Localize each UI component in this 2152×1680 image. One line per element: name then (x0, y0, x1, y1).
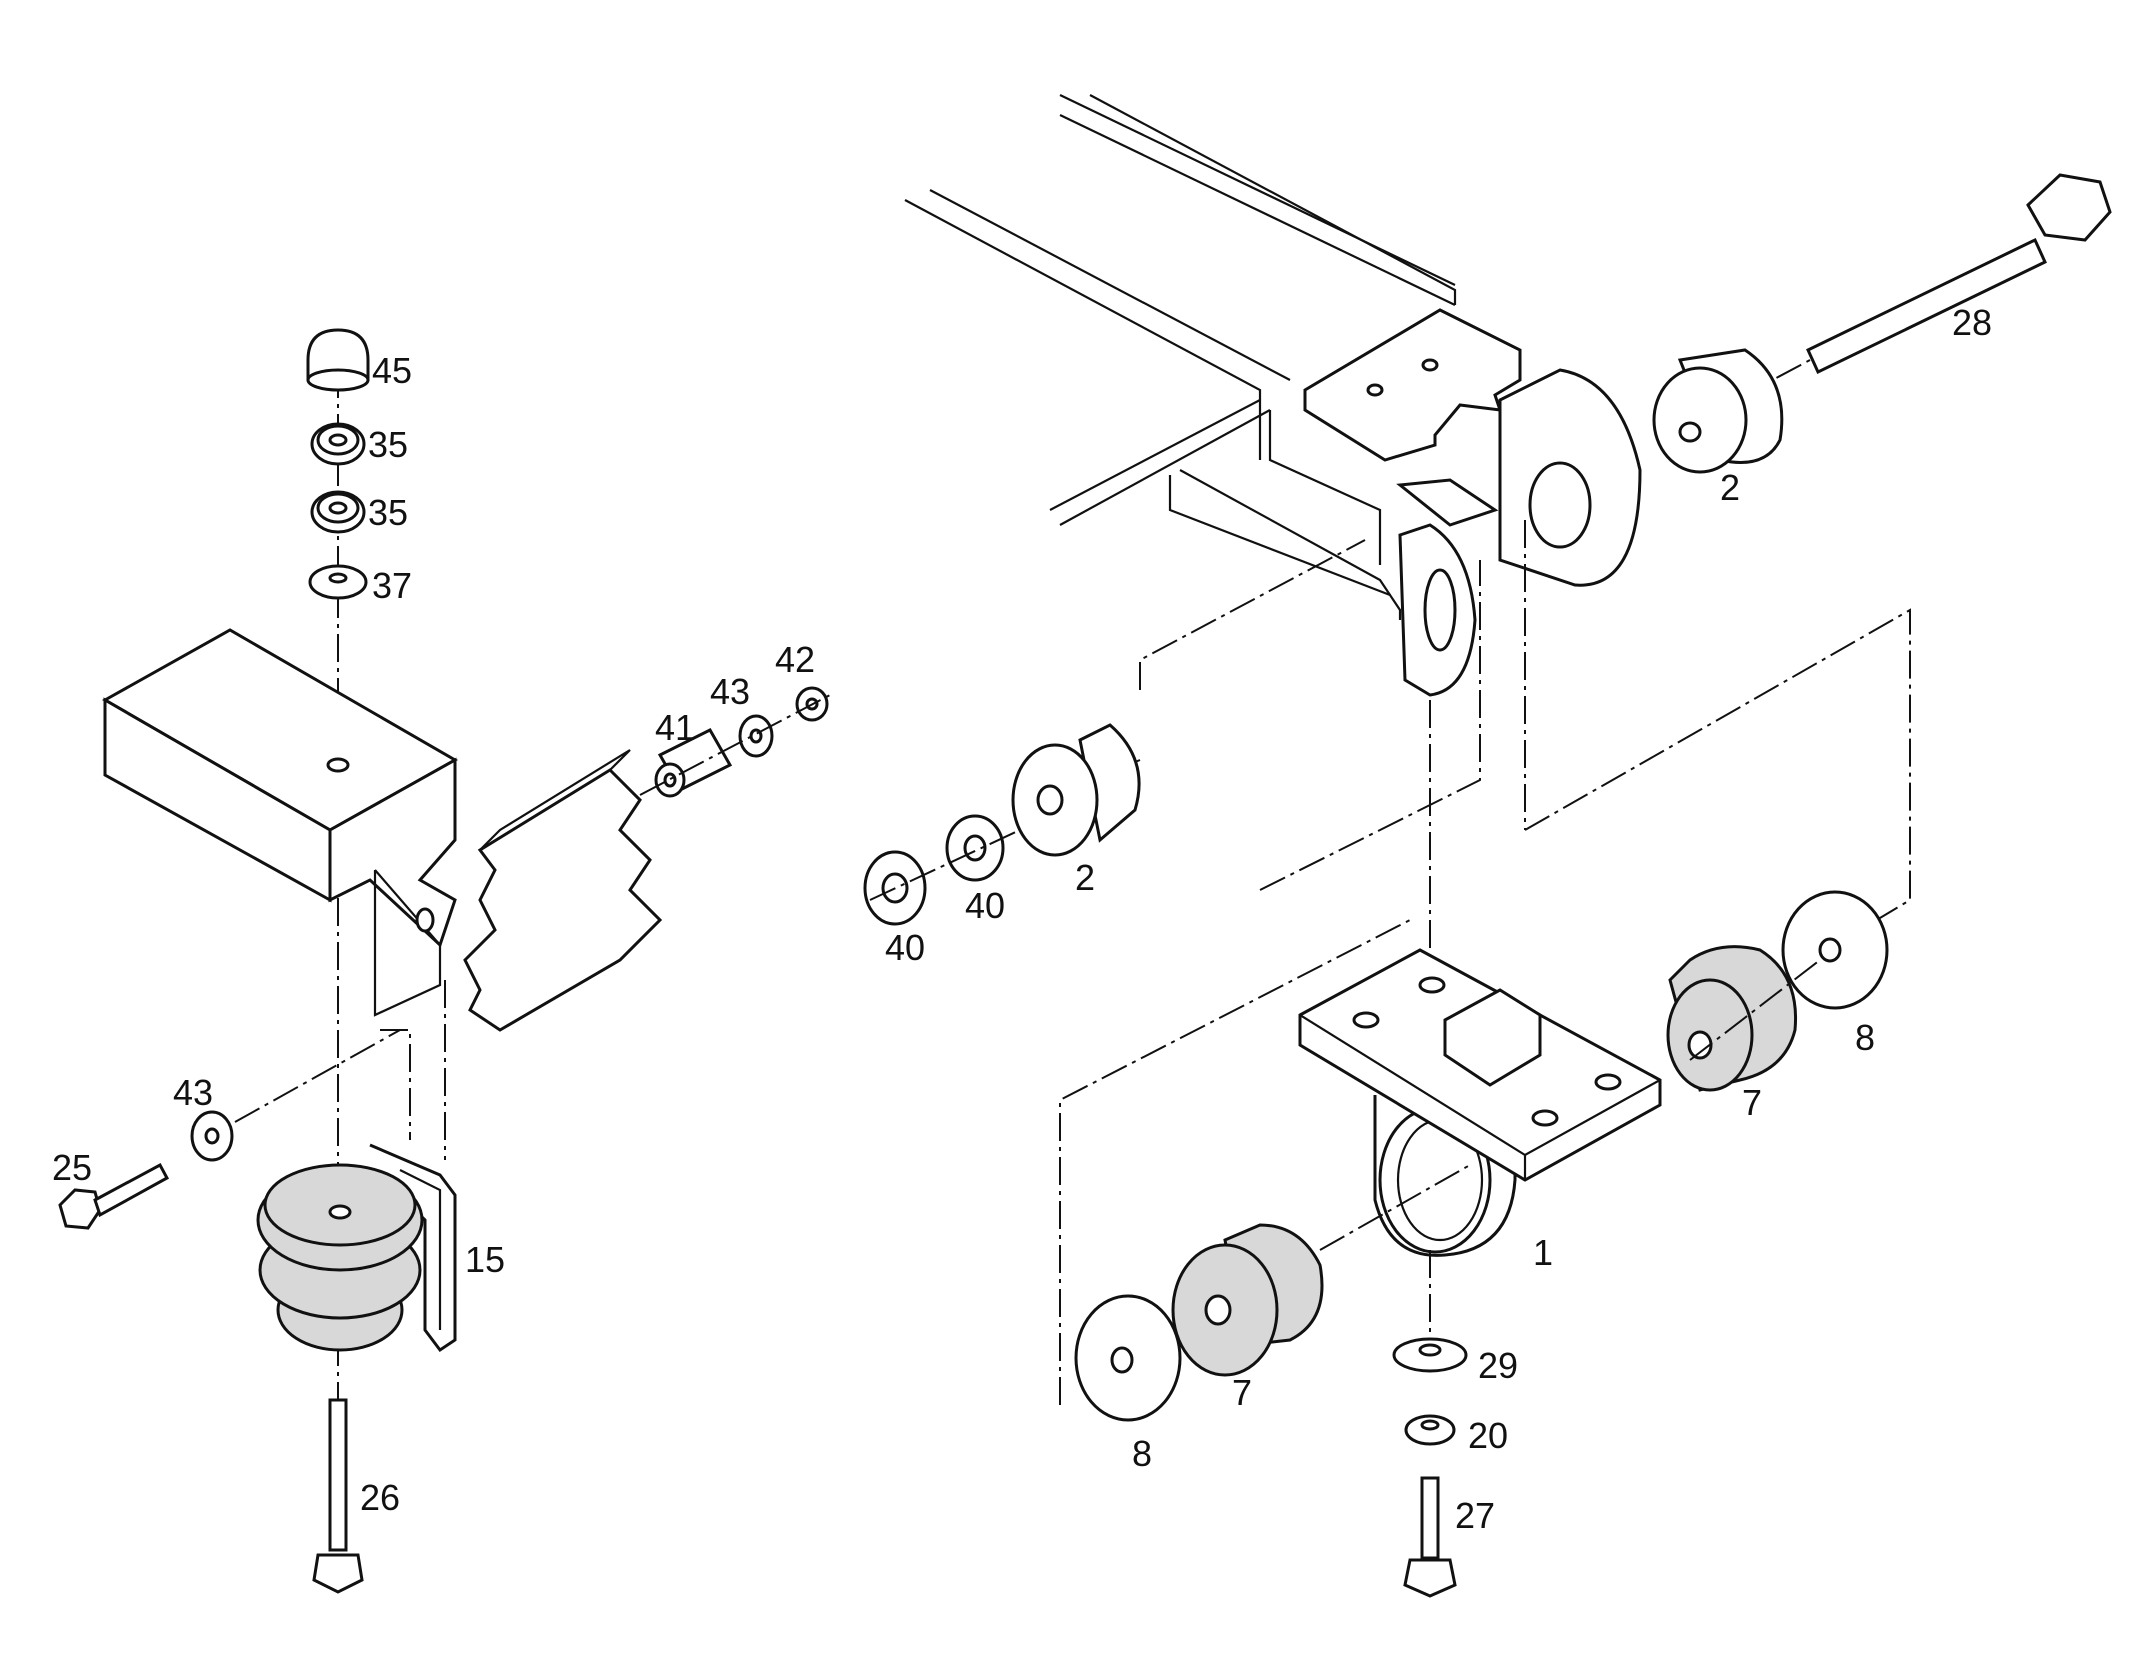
part-45-cap-nut (306, 328, 370, 392)
bolt-axis-nuts (869, 829, 1021, 901)
label-29: 29 (1478, 1345, 1518, 1386)
part-2-bushing-upper (1652, 348, 1784, 474)
eye-bracket-front (1398, 523, 1477, 697)
label-26: 26 (360, 1477, 400, 1518)
top-mount-plate (1303, 308, 1522, 527)
part-35-nut-upper (310, 422, 366, 466)
bracket-hole (415, 907, 435, 933)
bolt-axis-upper-right (1659, 359, 1811, 441)
label-15: 15 (465, 1239, 505, 1280)
part-43-washer-lower (190, 1110, 234, 1162)
label-27: 27 (1455, 1495, 1495, 1536)
part-2-bushing-lower (1011, 723, 1141, 857)
label-43-upper: 43 (710, 671, 750, 712)
bolt-axis-left-bushing (1319, 1164, 1471, 1251)
label-25: 25 (52, 1147, 92, 1188)
part-27-bolt (1403, 1476, 1457, 1598)
part-7-cone-bushing-left (1171, 1223, 1324, 1377)
label-8-left: 8 (1132, 1433, 1152, 1474)
outline-dash-2 (1259, 560, 1481, 891)
frame-box-beam (101, 628, 459, 948)
bolt-axis-upper (639, 694, 831, 796)
label-40-rear: 40 (965, 885, 1005, 926)
part-40-nut-rear (945, 814, 1005, 882)
part-15-rubber-mount (256, 1143, 457, 1353)
part-8-washer-left (1074, 1294, 1182, 1422)
label-8-right: 8 (1855, 1017, 1875, 1058)
label-37: 37 (372, 565, 412, 606)
label-7-right: 7 (1742, 1082, 1762, 1123)
eye-bracket-rear (1498, 368, 1642, 587)
part-20-washer (1404, 1414, 1456, 1446)
frame-rails (904, 94, 1457, 620)
label-28: 28 (1952, 302, 1992, 343)
label-45: 45 (372, 350, 412, 391)
part-35-nut-lower (310, 490, 366, 534)
label-2-lower: 2 (1075, 857, 1095, 898)
part-43-washer-upper (738, 714, 774, 758)
label-43-lower: 43 (173, 1072, 213, 1113)
part-25-bolt (58, 1162, 170, 1230)
part-26-long-bolt (312, 1398, 364, 1594)
label-42: 42 (775, 639, 815, 680)
part-8-washer-right (1781, 890, 1889, 1010)
bracket-outline-line (380, 1029, 411, 1140)
part-1-mount-body (1298, 948, 1662, 1257)
left-assembly: 45 35 35 37 41 43 42 43 25 15 26 (52, 328, 831, 1594)
outline-dash-3 (1524, 608, 1911, 931)
label-2-upper: 2 (1720, 467, 1740, 508)
part-28-long-bolt (1806, 173, 2112, 375)
label-35-upper: 35 (368, 424, 408, 465)
part-29-washer (1392, 1337, 1468, 1373)
label-40-front: 40 (885, 927, 925, 968)
right-assembly: 28 2 2 40 40 1 7 7 8 8 29 20 27 (863, 94, 2112, 1598)
label-20: 20 (1468, 1415, 1508, 1456)
part-7-cone-bushing-right (1666, 945, 1798, 1092)
part-37-washer (308, 564, 368, 600)
label-1: 1 (1533, 1232, 1553, 1273)
bolt-axis-lower (234, 1029, 401, 1123)
label-35-lower: 35 (368, 492, 408, 533)
bolt-axis-right-bushing (1689, 959, 1821, 1061)
label-41: 41 (655, 707, 695, 748)
side-wall-piece (463, 749, 663, 1032)
outline-dash-4 (1059, 919, 1411, 1405)
label-7-left: 7 (1232, 1372, 1252, 1413)
outline-dash-1 (1139, 539, 1366, 690)
